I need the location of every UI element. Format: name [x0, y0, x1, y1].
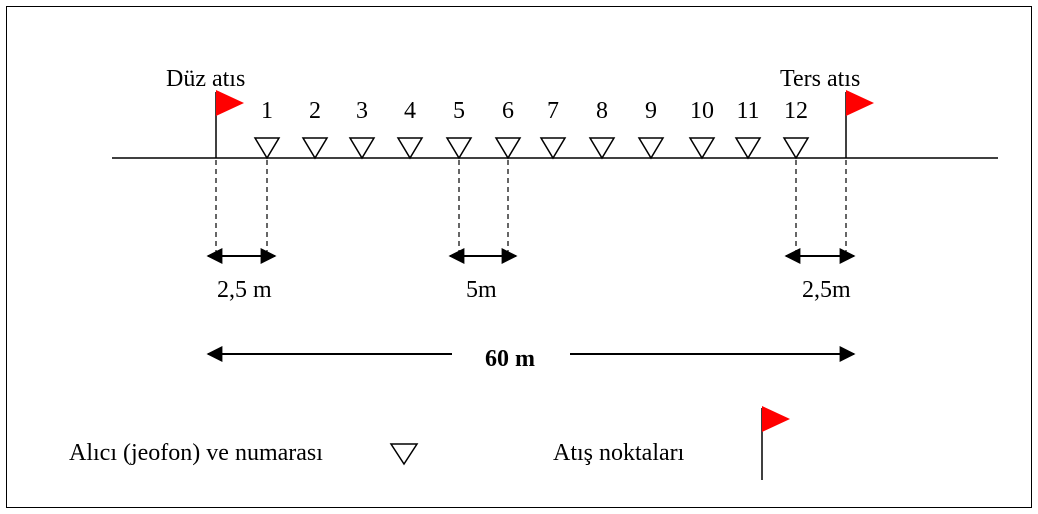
receiver-number: 9	[645, 98, 657, 124]
geophone-icon	[396, 137, 424, 160]
extension-lines	[215, 160, 847, 258]
legend-shot-label: Atış noktaları	[553, 440, 685, 466]
reverse-shot-label: Ters atıs	[780, 66, 860, 92]
legend-geophone-icon	[389, 443, 419, 466]
receiver-number: 5	[453, 98, 465, 124]
receiver-number: 8	[596, 98, 608, 124]
geophone-icon	[782, 137, 810, 160]
geophone-icon	[253, 137, 281, 160]
legend-shot-flag-icon	[761, 406, 790, 480]
receiver-number: 11	[736, 98, 759, 124]
spacing-label: 5m	[466, 277, 497, 303]
receiver-numbers: 1 2 3 4 5 6 7 8 9 10 11 12	[261, 98, 808, 124]
total-length-label: 60 m	[485, 346, 535, 372]
diagram-frame	[6, 6, 1032, 508]
legend-receiver-label: Alıcı (jeofon) ve numarası	[69, 440, 323, 466]
receiver-number: 2	[309, 98, 321, 124]
forward-shot-flag-icon	[215, 90, 244, 158]
geophone-icon	[348, 137, 376, 160]
reverse-shot-flag-icon	[845, 90, 874, 158]
offset-end-label: 2,5m	[802, 277, 851, 303]
geophone-icon	[688, 137, 716, 160]
geophone-icon	[494, 137, 522, 160]
geophone-icon	[637, 137, 665, 160]
receiver-number: 12	[784, 98, 808, 124]
receiver-number: 6	[502, 98, 514, 124]
receiver-number: 10	[690, 98, 714, 124]
geophone-icon	[539, 137, 567, 160]
receiver-number: 4	[404, 98, 416, 124]
receiver-number: 3	[356, 98, 368, 124]
forward-shot-label: Düz atıs	[166, 66, 245, 92]
receiver-number: 1	[261, 98, 273, 124]
receivers	[253, 137, 810, 160]
geophone-icon	[301, 137, 329, 160]
geophone-icon	[588, 137, 616, 160]
geophone-icon	[445, 137, 473, 160]
offset-start-label: 2,5 m	[217, 277, 272, 303]
geophone-icon	[734, 137, 762, 160]
receiver-number: 7	[547, 98, 559, 124]
